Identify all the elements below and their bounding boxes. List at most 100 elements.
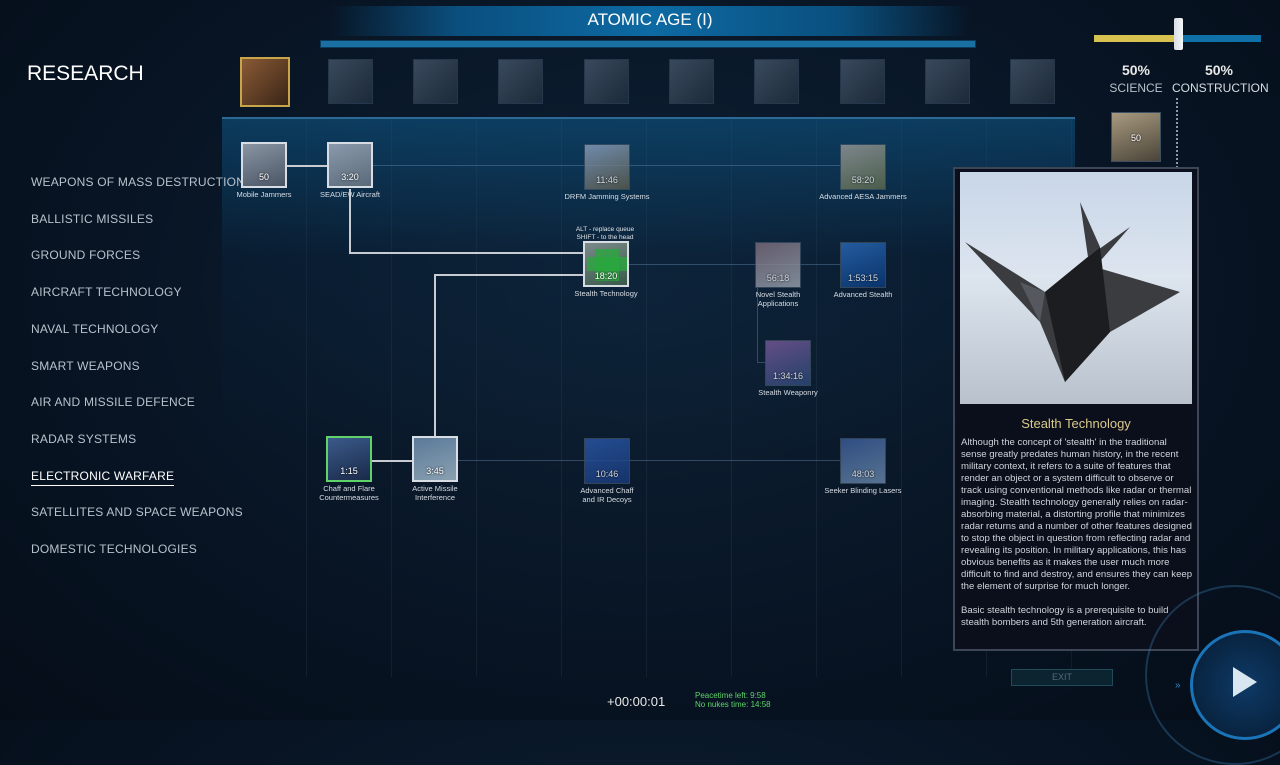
tech-node-label: Advanced Stealth <box>833 290 893 299</box>
science-percent: 50% <box>1121 62 1151 78</box>
title-band <box>330 6 970 36</box>
exit-button[interactable]: EXIT <box>1011 669 1113 686</box>
research-time: 11:46 <box>596 175 618 185</box>
tech-node-label: Advanced Chaff and IR Decoys <box>580 486 634 504</box>
research-time: 3:20 <box>341 172 359 182</box>
budget-slider[interactable] <box>1094 18 1261 50</box>
tech-node-label: Stealth Technology <box>574 289 638 298</box>
tech-node-label: Mobile Jammers <box>236 190 292 199</box>
no-nukes-time: No nukes time: 14:58 <box>695 700 771 709</box>
tech-node[interactable]: 1:34:16 <box>765 340 811 386</box>
category-item[interactable]: RADAR SYSTEMS <box>31 431 137 446</box>
research-time: 56:18 <box>766 273 790 283</box>
page-title: RESEARCH <box>27 62 144 85</box>
hint-alt: ALT - replace queue <box>575 226 635 233</box>
tech-node[interactable]: 10:46 <box>584 438 630 484</box>
category-item[interactable]: NAVAL TECHNOLOGY <box>31 321 159 336</box>
tech-node[interactable]: 18:20 <box>583 241 629 287</box>
peacetime-left: Peacetime left: 9:58 <box>695 691 766 700</box>
connector <box>629 264 840 265</box>
description-paragraph: Although the concept of 'stealth' in the… <box>961 437 1193 592</box>
era-icon-7[interactable] <box>754 59 799 104</box>
category-item[interactable]: DOMESTIC TECHNOLOGIES <box>31 542 198 556</box>
tech-node-label: Active Missile Interference <box>412 484 458 502</box>
connector <box>372 460 412 462</box>
research-time: 10:46 <box>595 469 619 479</box>
connector <box>349 252 583 254</box>
category-item[interactable]: ELECTRONIC WARFARE <box>31 469 175 486</box>
era-icon-5[interactable] <box>584 59 629 104</box>
tech-node-label: Advanced AESA Jammers <box>819 192 907 201</box>
hint-shift: SHIFT - to the head <box>576 234 634 241</box>
connector <box>757 288 758 362</box>
era-icon-10[interactable] <box>1010 59 1055 104</box>
tech-description: Although the concept of 'stealth' in the… <box>961 437 1193 641</box>
game-time: +00:00:01 <box>607 694 666 709</box>
add-to-queue-icon <box>587 257 627 271</box>
science-label: SCIENCE <box>1109 81 1163 95</box>
category-item[interactable]: AIR AND MISSILE DEFENCE <box>31 395 195 410</box>
era-icon-3[interactable] <box>413 59 458 104</box>
era-icon-1[interactable] <box>240 57 290 107</box>
tech-node-label: SEAD/EW Aircraft <box>319 190 380 199</box>
era-icon-6[interactable] <box>669 59 714 104</box>
tech-node[interactable]: 48:03 <box>840 438 886 484</box>
connector <box>757 362 765 363</box>
tech-node[interactable]: 56:18 <box>755 242 801 288</box>
description-paragraph: Basic stealth technology is a prerequisi… <box>961 605 1169 628</box>
fast-forward-icon[interactable]: » <box>1175 680 1181 691</box>
era-title: ATOMIC AGE (I) <box>587 10 713 29</box>
tech-node-label: Stealth Weaponry <box>758 388 818 397</box>
connector <box>287 165 327 167</box>
connector <box>349 189 351 253</box>
construction-fill <box>1181 35 1261 42</box>
research-time: 1:34:16 <box>772 371 804 381</box>
construction-percent: 50% <box>1204 62 1234 78</box>
category-item[interactable]: GROUND FORCES <box>31 248 141 263</box>
era-icon-4[interactable] <box>498 59 543 104</box>
research-time: 1:15 <box>340 466 358 476</box>
category-item[interactable]: AIRCRAFT TECHNOLOGY <box>31 285 182 300</box>
tech-node-label: Seeker Blinding Lasers <box>824 486 902 495</box>
tech-node[interactable]: 11:46 <box>584 144 630 190</box>
tech-node-label: DRFM Jamming Systems <box>564 192 650 201</box>
category-item[interactable]: WEAPONS OF MASS DESTRUCTION <box>31 175 246 189</box>
tech-node[interactable]: 1:53:15 <box>840 242 886 288</box>
tech-node[interactable]: 3:45 <box>412 436 458 482</box>
tech-node[interactable]: 3:20 <box>327 142 373 188</box>
construction-label: CONSTRUCTION <box>1172 81 1269 95</box>
research-time: 50 <box>258 172 269 182</box>
research-time: 18:20 <box>594 271 618 281</box>
tech-tree-grid <box>222 117 1075 677</box>
timers: Peacetime left: 9:58 No nukes time: 14:5… <box>695 691 771 709</box>
category-item[interactable]: SATELLITES AND SPACE WEAPONS <box>31 505 243 520</box>
play-icon <box>1233 667 1257 697</box>
tech-node-label: Novel Stealth Applications <box>755 290 801 308</box>
era-icon-8[interactable] <box>840 59 885 104</box>
queued-research[interactable]: 50 <box>1111 112 1161 162</box>
research-time: 1:53:15 <box>847 273 879 283</box>
category-item[interactable]: BALLISTIC MISSILES <box>31 211 154 226</box>
category-item[interactable]: SMART WEAPONS <box>31 358 140 373</box>
era-icon-2[interactable] <box>328 59 373 104</box>
hover-hint: ALT - replace queue SHIFT - to the head <box>560 226 650 242</box>
research-time: 58:20 <box>851 175 875 185</box>
connector <box>458 460 840 461</box>
connector <box>434 274 583 276</box>
research-time: 3:45 <box>426 466 444 476</box>
connector <box>434 274 436 438</box>
tech-node[interactable]: 50 <box>241 142 287 188</box>
tech-node[interactable]: 1:15 <box>326 436 372 482</box>
slider-handle[interactable] <box>1173 18 1183 50</box>
queued-time: 50 <box>1130 133 1141 143</box>
tech-node[interactable]: 58:20 <box>840 144 886 190</box>
era-icon-9[interactable] <box>925 59 970 104</box>
tech-node-label: Chaff and Flare Countermeasures <box>319 484 379 502</box>
queue-divider <box>1176 98 1178 168</box>
research-time: 48:03 <box>851 469 875 479</box>
tech-info-panel: Stealth Technology Although the concept … <box>953 167 1199 651</box>
era-progress-bar <box>320 40 976 48</box>
tech-image <box>960 172 1192 404</box>
science-fill <box>1094 35 1174 42</box>
stealth-aircraft-icon <box>965 202 1180 382</box>
